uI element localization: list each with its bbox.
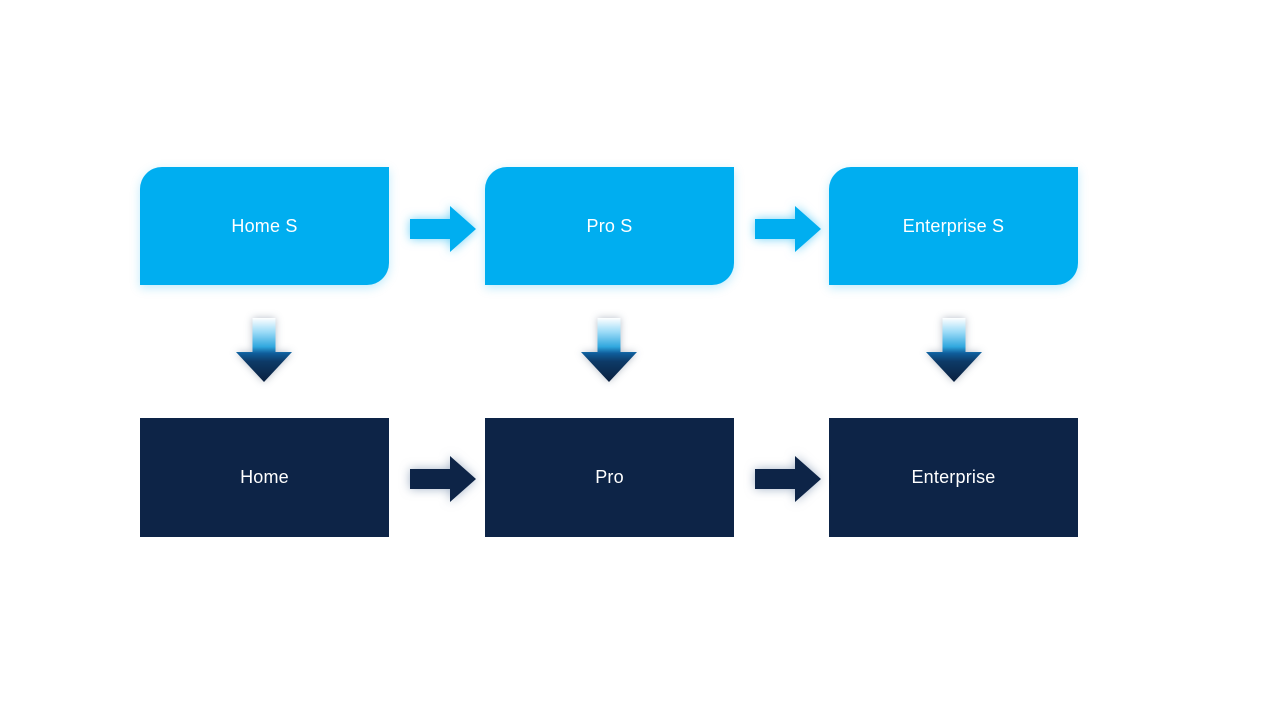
node-label: Pro (595, 467, 624, 487)
down-arrow-icon (581, 318, 637, 382)
node-enterprise: Enterprise (829, 418, 1078, 537)
down-arrow-icon (236, 318, 292, 382)
node-label: Enterprise S (902, 215, 1005, 236)
right-arrow-icon (755, 456, 821, 502)
node-label: Pro S (586, 215, 633, 236)
down-arrow-icon (926, 318, 982, 382)
node-pro-s: Pro S (485, 167, 734, 285)
node-label: Home S (231, 215, 298, 236)
node-pro: Pro (485, 418, 734, 537)
node-home-s: Home S (140, 167, 389, 285)
node-label: Home (240, 467, 289, 487)
right-arrow-icon (410, 456, 476, 502)
right-arrow-icon (410, 206, 476, 252)
right-arrow-icon (755, 206, 821, 252)
node-home: Home (140, 418, 389, 537)
node-label: Enterprise (911, 467, 996, 487)
node-enterprise-s: Enterprise S (829, 167, 1078, 285)
